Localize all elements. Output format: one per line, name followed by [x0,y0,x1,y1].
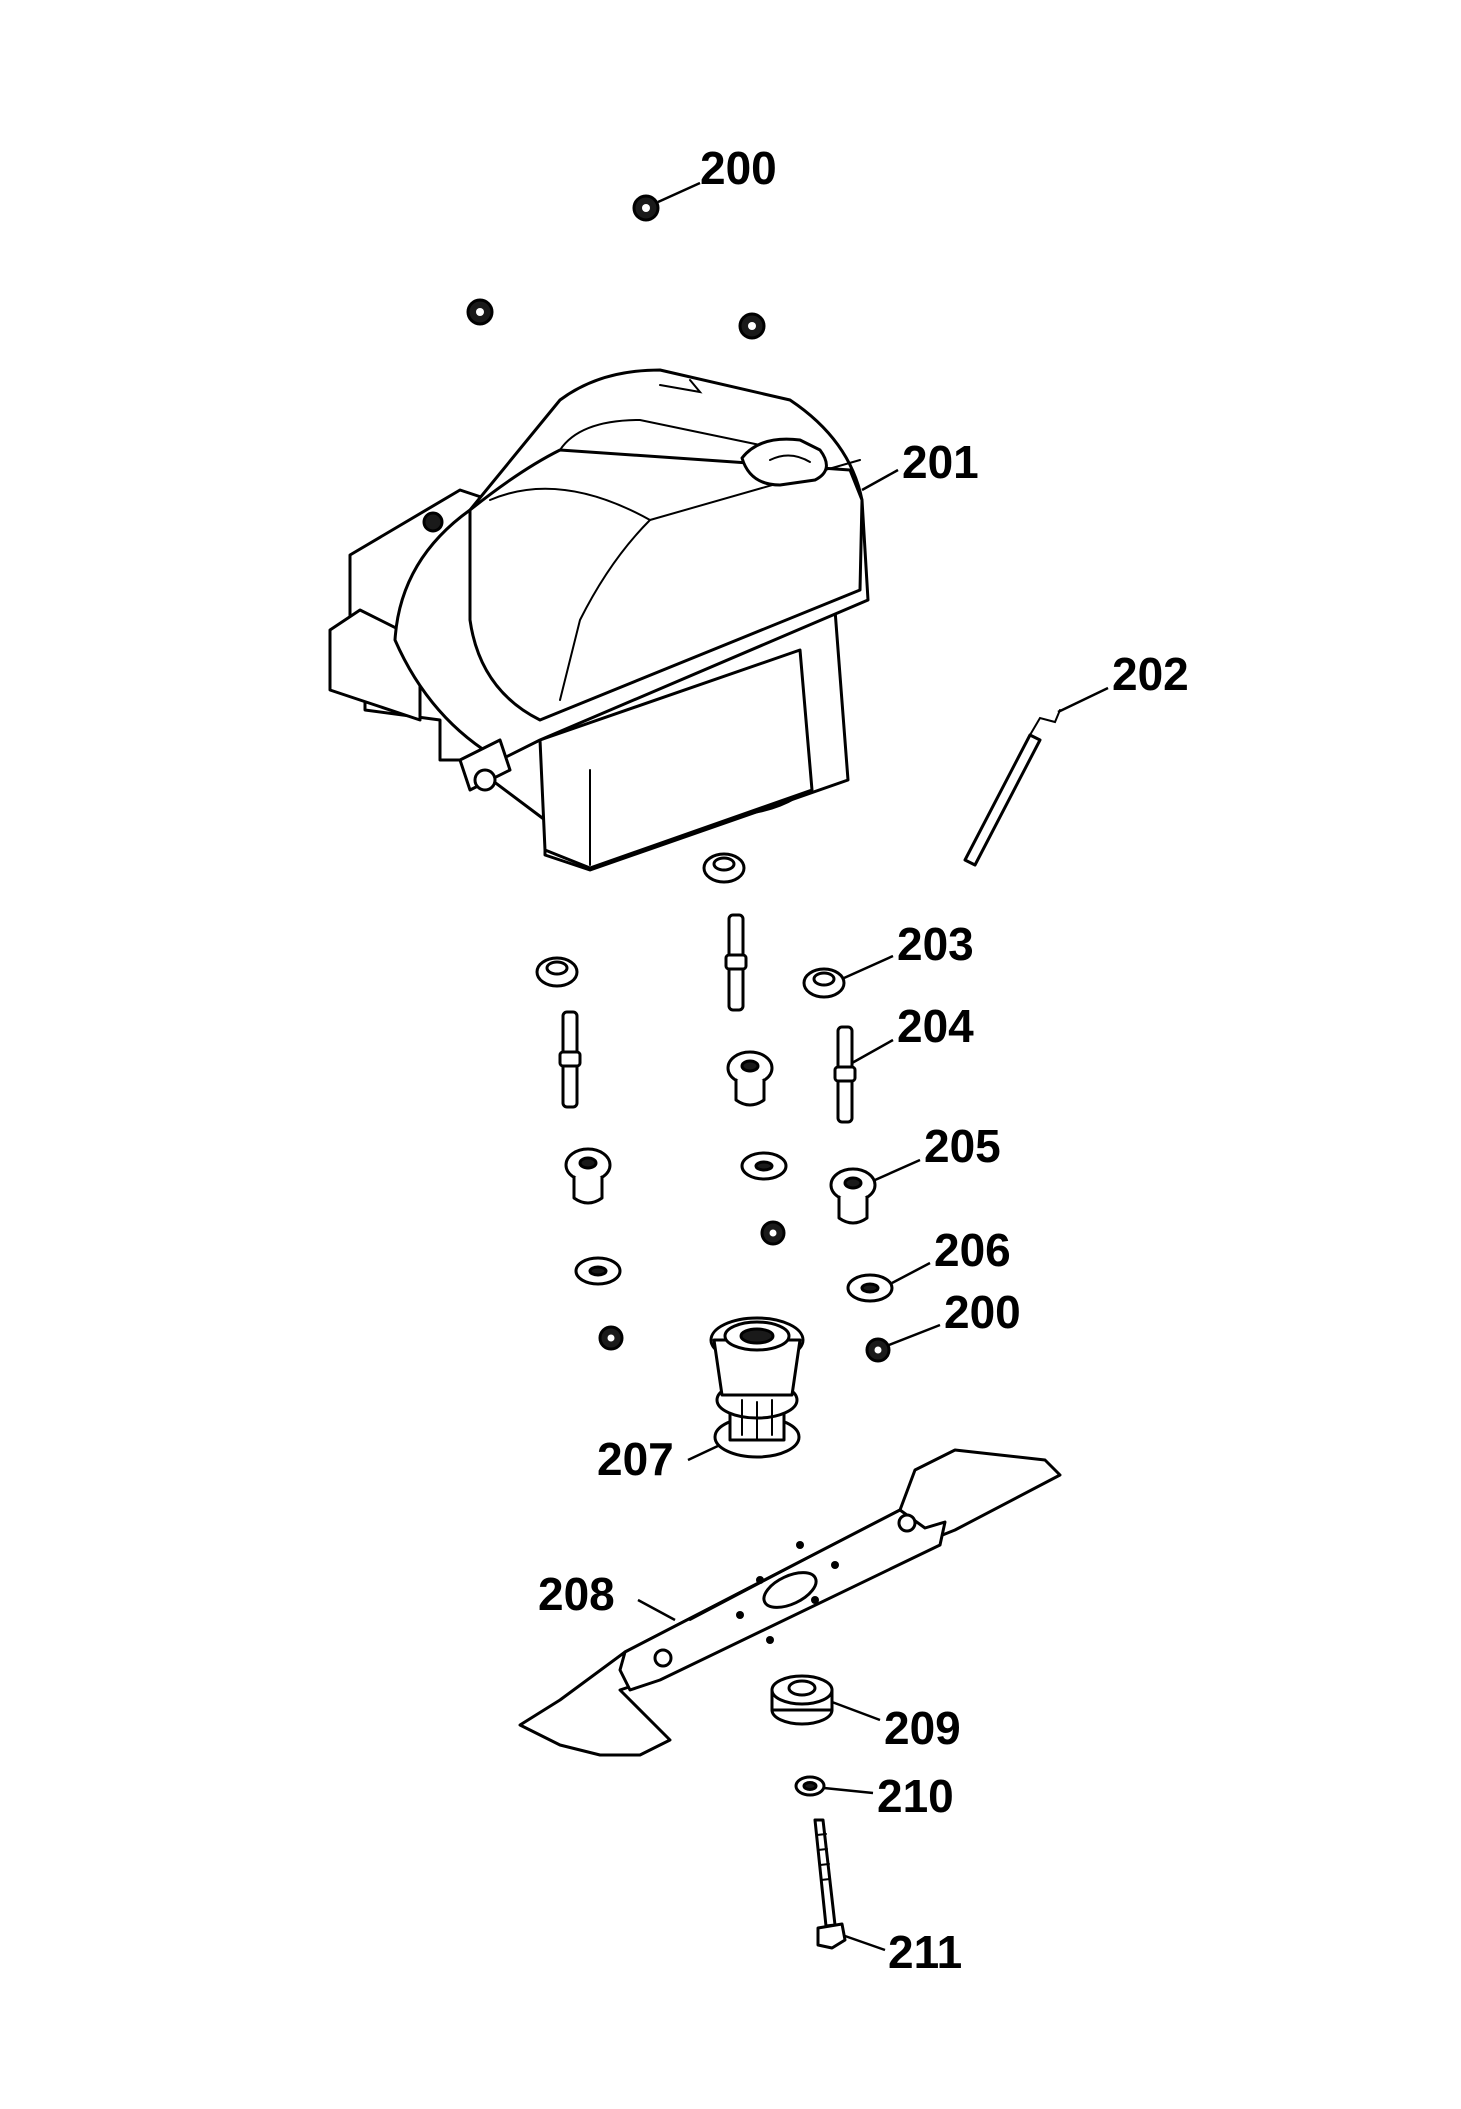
stud-center [724,913,748,1012]
nut-200-top [632,194,660,222]
washer-left [574,1256,622,1286]
blade-208 [518,1448,1062,1757]
spacer-203 [802,967,846,999]
mount-left [564,1147,612,1205]
callout-202: 202 [1112,648,1189,700]
washer-210 [794,1775,826,1797]
callout-201: 201 [902,436,979,488]
callout-203: 203 [897,918,974,970]
nut-left-lower [598,1325,624,1351]
washer-206 [846,1273,894,1303]
blade-holder-209 [770,1674,834,1726]
nut-left [466,298,494,326]
callout-205: 205 [924,1120,1001,1172]
callout-207: 207 [597,1433,674,1485]
callout-209: 209 [884,1702,961,1754]
nut-right [738,312,766,340]
bolt-211 [813,1818,847,1950]
stud-204 [833,1025,857,1124]
mount-center [726,1050,774,1107]
callout-211: 211 [888,1926,962,1978]
leader-lines [637,181,1109,1952]
engine-201 [328,368,870,872]
callout-210: 210 [877,1770,954,1822]
callout-206: 206 [934,1224,1011,1276]
callout-204: 204 [897,1000,974,1052]
stud-left [558,1010,582,1109]
callout-208: 208 [538,1568,615,1620]
choke-rod-202 [963,709,1061,867]
spacer-top-center [702,852,746,884]
callout-200-mid: 200 [944,1286,1021,1338]
spacer-left [535,956,579,988]
mount-205 [829,1167,877,1225]
blade-adapter-207 [709,1316,805,1459]
washer-center [740,1151,788,1181]
callout-200-top: 200 [700,142,777,194]
nut-200-mid [865,1337,891,1363]
nut-center-lower [760,1220,786,1246]
